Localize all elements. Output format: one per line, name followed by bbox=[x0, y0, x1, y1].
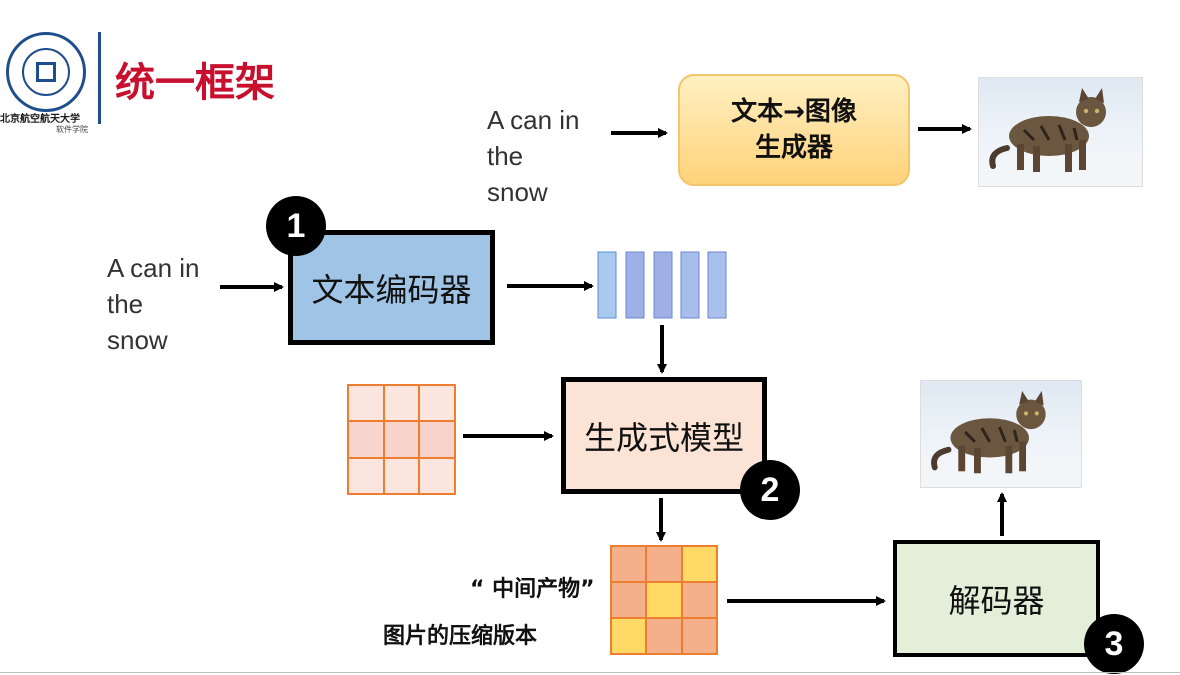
embedding-bar bbox=[653, 251, 673, 319]
slide-bottom-rule bbox=[0, 672, 1180, 673]
decoder-box: 解码器 bbox=[893, 540, 1100, 657]
intermediate-caption-line1: “ 中间产物” bbox=[470, 577, 595, 602]
step-badge-3: 3 bbox=[1084, 614, 1144, 674]
top-prompt-text: A can in the snow bbox=[487, 105, 580, 207]
text-encoder-box: 文本编码器 bbox=[288, 230, 495, 345]
generative-model-label: 生成式模型 bbox=[583, 418, 744, 457]
generator-label-line1: 文本→图像 bbox=[731, 97, 857, 127]
embedding-bar bbox=[625, 251, 645, 319]
logo-caption: 北京航空航天大学 bbox=[0, 114, 80, 125]
generative-model-box: 生成式模型 bbox=[561, 377, 767, 494]
step-badge-1: 1 bbox=[266, 196, 326, 256]
embedding-bar bbox=[680, 251, 700, 319]
intermediate-latent-grid bbox=[610, 545, 718, 655]
pipeline-prompt-text: A can in the snow bbox=[107, 253, 200, 355]
step-badge-2: 2 bbox=[740, 460, 800, 520]
text-to-image-generator-box: 文本→图像 生成器 bbox=[678, 74, 910, 186]
intermediate-caption-line2: 图片的压缩版本 bbox=[383, 624, 538, 649]
generator-label-line2: 生成器 bbox=[754, 133, 833, 163]
cat-photo-icon bbox=[921, 390, 1081, 487]
generated-cat-image-bottom bbox=[920, 380, 1082, 488]
logo-mark-icon bbox=[36, 62, 56, 82]
header-divider bbox=[98, 32, 101, 124]
decoder-label: 解码器 bbox=[948, 581, 1045, 620]
logo-subcaption: 软件学院 bbox=[56, 125, 88, 134]
generated-cat-image-top bbox=[978, 77, 1143, 187]
noise-latent-grid bbox=[347, 384, 456, 495]
university-logo bbox=[6, 32, 86, 112]
cat-photo-icon bbox=[979, 88, 1142, 186]
page-title: 统一框架 bbox=[115, 60, 275, 106]
embedding-bar bbox=[597, 251, 617, 319]
text-encoder-label: 文本编码器 bbox=[311, 270, 472, 309]
logo-inner-ring bbox=[22, 48, 70, 96]
embedding-bar bbox=[707, 251, 727, 319]
